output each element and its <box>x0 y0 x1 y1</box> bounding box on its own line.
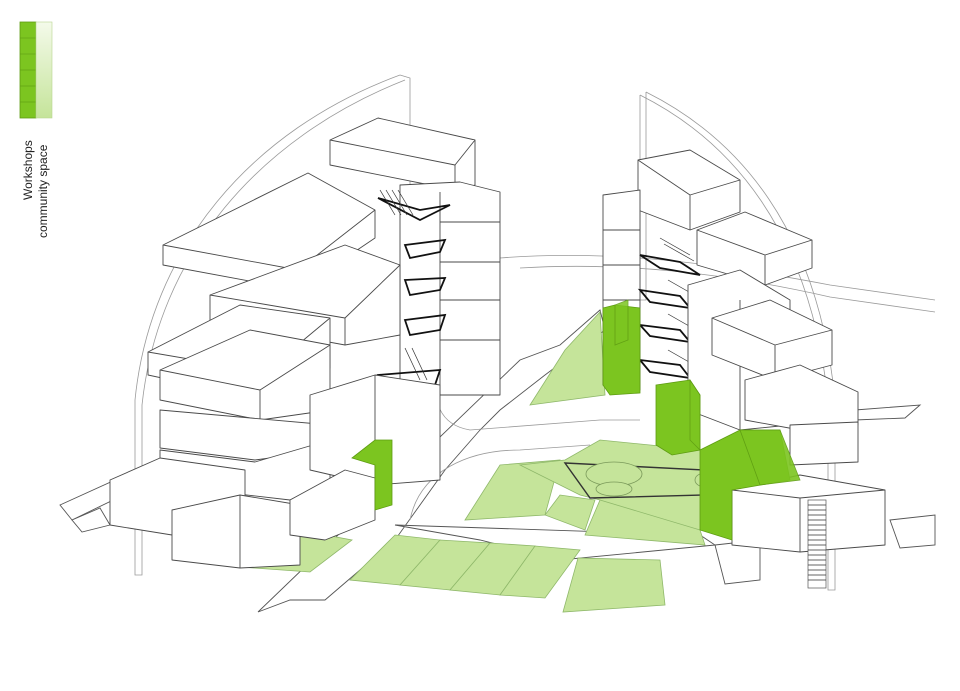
right-building-cluster <box>602 149 886 589</box>
left-workshops <box>351 439 393 511</box>
legend-workshops-swatch <box>19 21 37 119</box>
community-space-areas <box>239 311 736 613</box>
left-building-cluster <box>109 117 501 569</box>
right-workshops <box>602 299 801 541</box>
legend: Workshops community space <box>19 21 53 238</box>
legend-community-label: community space <box>36 144 50 238</box>
legend-community-swatch <box>35 21 53 119</box>
legend-workshops-label: Workshops <box>21 140 35 200</box>
